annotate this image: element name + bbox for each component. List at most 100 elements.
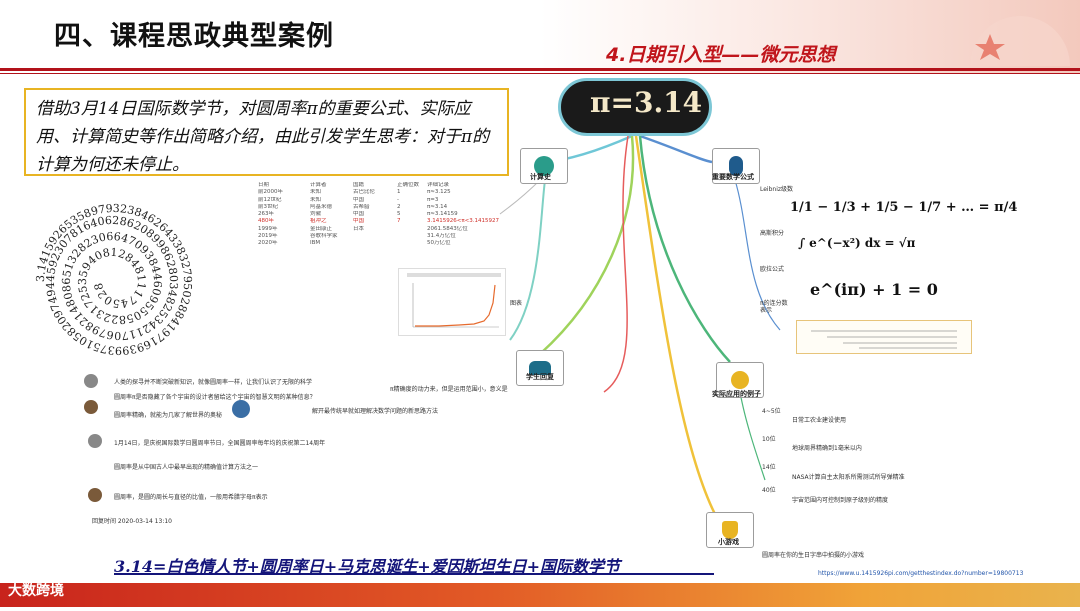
table-cell: 1999年	[258, 226, 310, 233]
avatar	[84, 374, 98, 388]
history-mini-chart	[398, 268, 506, 336]
table-cell: π=3	[427, 197, 507, 204]
table-cell: 50万亿位	[427, 240, 507, 247]
table-cell: 刘徽	[310, 211, 353, 218]
table-cell: IBM	[310, 240, 353, 247]
app-precision-2: 10位	[762, 434, 776, 443]
money-bag-icon	[731, 371, 749, 389]
app-desc-2: 地球周界精确到1毫米以内	[792, 443, 862, 452]
comment-4: 解开最传统早就如理解决数学问题的新思路方法	[312, 406, 438, 415]
avatar	[84, 400, 98, 414]
table-row: 前12世纪未知中国-π=3	[258, 197, 508, 204]
table-cell: 2061.5843亿位	[427, 226, 507, 233]
avatar	[88, 434, 102, 448]
table-cell: 未知	[310, 189, 353, 196]
app-desc-1: 日常工农业建设使用	[792, 415, 846, 424]
table-cell: 祖冲之	[310, 218, 353, 225]
table-cell: 中国	[353, 218, 397, 225]
table-cell: 3.1415926<π<3.1415927	[427, 218, 507, 225]
table-cell: π≈3.14	[427, 204, 507, 211]
formula-label-euler: 欧拉公式	[760, 264, 784, 273]
table-cell: 2020年	[258, 240, 310, 247]
table-row: 1999年金田康正日本 2061.5843亿位	[258, 226, 508, 233]
formula-leibniz: 1/1 − 1/3 + 1/5 − 1/7 + … = π/4	[790, 200, 1017, 215]
table-cell: 金田康正	[310, 226, 353, 233]
table-cell	[397, 226, 427, 233]
tagline-underline	[114, 573, 714, 575]
table-cell	[397, 233, 427, 240]
table-cell: π≈3.125	[427, 189, 507, 196]
table-cell: 古巴比伦	[353, 189, 397, 196]
comment-time: 回复时间 2020-03-14 13:10	[92, 516, 172, 525]
comment-1: 人类的探寻并不断突破新知识，就像圆周率一样，让我们认识了无限的科学	[114, 377, 312, 386]
table-cell: 谷歌科学家	[310, 233, 353, 240]
table-header-cell: 国籍	[353, 182, 397, 189]
table-row: 2019年谷歌科学家 31.4万亿位	[258, 233, 508, 240]
table-header-cell: 详细记录	[427, 182, 507, 189]
table-cell: 480年	[258, 218, 310, 225]
table-cell: 前3世纪	[258, 204, 310, 211]
formula-euler: e^(iπ) + 1 = 0	[810, 280, 938, 299]
comment-7: 圆周率，是圆的周长与直径的比值，一般用希腊字母π表示	[114, 492, 494, 501]
avatar	[232, 400, 250, 418]
footer-logo: 大数跨境	[8, 580, 64, 600]
node-feedback-label: 学生回复	[526, 372, 554, 382]
formula-label-leibniz: Leibniz级数	[760, 184, 793, 193]
formula-gauss: ∫ e^(−x²) dx = √π	[798, 236, 915, 250]
table-cell: 中国	[353, 197, 397, 204]
comment-6: 圆周率是从中国古人中最早出现的精确值计算方法之一	[114, 462, 494, 471]
comment-3: 圆周率精确，就能为几家了解世界的奥秘	[114, 410, 222, 419]
app-precision-3: 14位	[762, 462, 776, 471]
table-cell: 古希腊	[353, 204, 397, 211]
table-row: 前2000年未知古巴比伦1π≈3.125	[258, 189, 508, 196]
node-history-label: 计算史	[530, 172, 551, 182]
table-cell: 2	[397, 204, 427, 211]
table-cell	[353, 240, 397, 247]
table-cell: 5	[397, 211, 427, 218]
table-cell: -	[397, 197, 427, 204]
table-row: 263年刘徽中国5π≈3.14159	[258, 211, 508, 218]
table-cell: 未知	[310, 197, 353, 204]
continued-fraction-box	[796, 320, 972, 354]
table-cell: 前2000年	[258, 189, 310, 196]
feedback-text: π精确度的动力来，但是运用范围小，意义是	[390, 384, 508, 393]
table-header-cell: 计算者	[310, 182, 353, 189]
table-header-row: 日期计算者国籍正确位数详细记录	[258, 182, 508, 189]
table-header-cell: 日期	[258, 182, 310, 189]
node-formulas-label: 重要数学公式	[712, 172, 754, 182]
history-chart-label: 图表	[510, 298, 522, 307]
table-cell: 7	[397, 218, 427, 225]
app-precision-1: 4~5位	[762, 406, 781, 415]
node-applications-label: 实际应用的例子	[712, 389, 761, 399]
game-label: 圆周率在你的生日字串中拍摄的小游戏	[762, 550, 864, 559]
student-comments: 人类的探寻并不断突破新知识，就像圆周率一样，让我们认识了无限的科学 圆周率π是否…	[84, 374, 512, 532]
table-cell: 阿基米德	[310, 204, 353, 211]
table-header-cell: 正确位数	[397, 182, 427, 189]
table-cell: 1	[397, 189, 427, 196]
avatar	[88, 488, 102, 502]
game-link[interactable]: https://www.u.1415926pi.com/getthestinde…	[818, 570, 1023, 577]
comment-5: 1月14日，是庆祝国际数学日圆周率节日，全国圆周率每年均的庆祝第二14周年	[114, 438, 494, 447]
footer-bar	[0, 583, 1080, 607]
app-precision-4: 40位	[762, 485, 776, 494]
table-cell: π≈3.14159	[427, 211, 507, 218]
table-cell	[353, 233, 397, 240]
formula-label-gauss: 高斯积分	[760, 228, 784, 237]
table-cell: 前12世纪	[258, 197, 310, 204]
app-desc-3: NASA计算自主太阳系所需测试所导弹精准	[792, 472, 905, 481]
table-cell	[397, 240, 427, 247]
comment-2: 圆周率π是否隐藏了各个宇宙的设计者留给这个宇宙的智慧文明的某种信息？	[114, 392, 316, 401]
node-game-label: 小游戏	[718, 537, 739, 547]
formula-label-continued: π的连分数 表示	[760, 300, 788, 314]
app-desc-4: 宇宙范围内可控制到原子级别的精度	[792, 495, 888, 504]
table-cell: 263年	[258, 211, 310, 218]
table-cell: 日本	[353, 226, 397, 233]
table-cell: 31.4万亿位	[427, 233, 507, 240]
mindmap-center-label: π=3.14	[590, 86, 702, 119]
table-cell: 中国	[353, 211, 397, 218]
table-cell: 2019年	[258, 233, 310, 240]
